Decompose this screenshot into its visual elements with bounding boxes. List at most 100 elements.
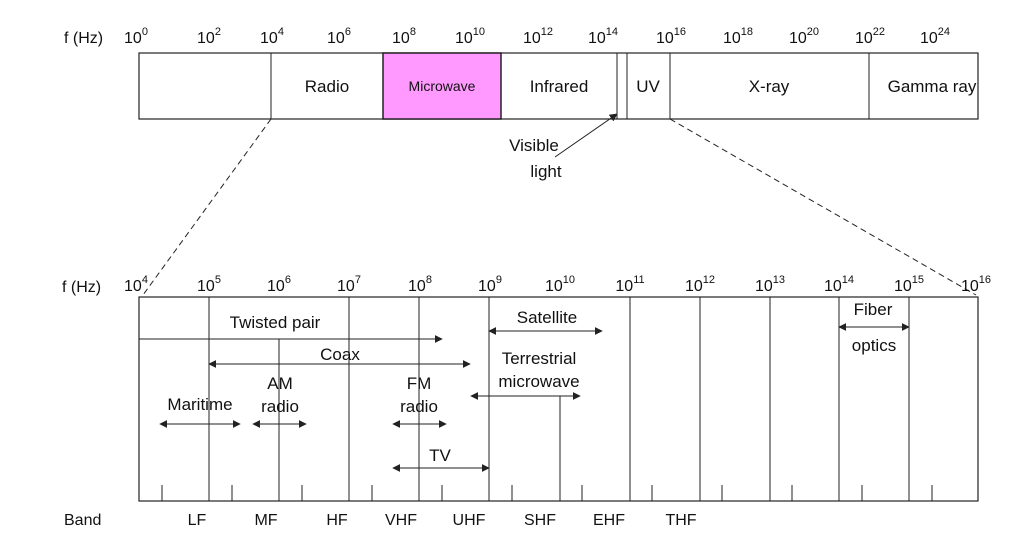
microwave-highlight [382,52,502,120]
region-microwave: Microwave [409,78,476,94]
detail-tick-label: 1013 [755,274,785,295]
terrestrial-microwave-label-line2: microwave [498,372,579,391]
detail-tick-label-exponent: 12 [703,274,715,286]
detail-chart: Twisted pair Coax Satellite Terrestrial … [138,296,979,502]
spectrum-tick-label-base: 10 [260,30,278,47]
band-name-ehf: EHF [593,512,625,529]
detail-axis-label: f (Hz) [62,279,101,296]
spectrum-tick-label-exponent: 24 [938,26,950,38]
fiber-optics-label-line2: optics [852,336,896,355]
detail-tick-label-base: 10 [197,278,215,295]
detail-tick-label-exponent: 6 [285,274,291,286]
coax-label: Coax [320,345,360,364]
detail-tick-label: 1014 [824,274,854,295]
region-radio: Radio [305,77,349,96]
detail-tick-label-exponent: 11 [633,274,644,286]
spectrum-axis-label: f (Hz) [64,30,103,47]
detail-tick-label: 107 [337,274,361,295]
spectrum-tick-label-base: 10 [920,30,938,47]
detail-tick-label-base: 10 [685,278,703,295]
fiber-optics-label-line1: Fiber [854,300,893,319]
spectrum-tick-label-base: 10 [523,30,541,47]
spectrum-tick-label-exponent: 10 [473,26,485,38]
detail-tick-label: 1012 [685,274,715,295]
detail-tick-label-exponent: 8 [426,274,432,286]
detail-tick-label: 108 [408,274,432,295]
spectrum-strip: Radio Microwave Infrared UV X-ray Gamma … [138,52,979,181]
band-name-mf: MF [254,512,277,529]
spectrum-tick-label-base: 10 [455,30,473,47]
band-name-lf: LF [188,512,207,529]
detail-tick-label-base: 10 [824,278,842,295]
spectrum-tick-label: 1020 [789,26,819,47]
spectrum-tick-label: 1024 [920,26,950,47]
visible-light-label-line2: light [530,162,561,181]
region-xray: X-ray [749,77,790,96]
detail-tick-label-exponent: 5 [215,274,221,286]
terrestrial-microwave-label-line1: Terrestrial [502,349,577,368]
region-uv: UV [636,77,660,96]
detail-tick-label: 1015 [894,274,924,295]
am-radio-label-line1: AM [267,374,293,393]
spectrum-tick-label-base: 10 [723,30,741,47]
spectrum-tick-label: 1018 [723,26,753,47]
spectrum-tick-label-exponent: 14 [606,26,618,38]
tv-label: TV [429,446,451,465]
detail-tick-label-base: 10 [961,278,979,295]
band-name-hf: HF [326,512,348,529]
spectrum-tick-label-base: 10 [656,30,674,47]
band-label: Band [64,512,101,529]
spectrum-box [138,52,979,120]
detail-tick-label-exponent: 13 [773,274,785,286]
detail-tick-label-exponent: 15 [912,274,924,286]
detail-tick-label: 104 [124,274,148,295]
spectrum-tick-label-exponent: 18 [741,26,753,38]
spectrum-tick-label-base: 10 [197,30,215,47]
spectrum-tick-label-base: 10 [327,30,345,47]
spectrum-tick-label: 1014 [588,26,618,47]
detail-tick-label-base: 10 [755,278,773,295]
detail-tick-label-exponent: 7 [355,274,361,286]
detail-tick-label-base: 10 [894,278,912,295]
detail-tick-label: 105 [197,274,221,295]
detail-tick-label-exponent: 14 [842,274,854,286]
spectrum-tick-label-base: 10 [124,30,142,47]
zoom-guide-left [142,118,272,296]
detail-tick-label-exponent: 4 [142,274,148,286]
twisted-pair-label: Twisted pair [230,313,321,332]
detail-tick-label-exponent: 9 [496,274,502,286]
spectrum-tick-label-exponent: 22 [873,26,885,38]
detail-tick-label-exponent: 10 [563,274,575,286]
spectrum-tick-label: 104 [260,26,284,47]
spectrum-tick-label-base: 10 [588,30,606,47]
band-name-thf: THF [665,512,696,529]
band-ticks [161,485,933,501]
detail-tick-label: 106 [267,274,291,295]
visible-light-label-line1: Visible [509,136,559,155]
spectrum-tick-label: 100 [124,26,148,47]
spectrum-tick-label-exponent: 2 [215,26,221,38]
spectrum-tick-label: 102 [197,26,221,47]
satellite-label: Satellite [517,308,577,327]
region-gamma-ray: Gamma ray [888,77,977,96]
detail-tick-label-exponent: 16 [979,274,991,286]
detail-tick-label-base: 10 [337,278,355,295]
detail-tick-label-base: 10 [267,278,285,295]
detail-tick-label-base: 10 [615,278,633,295]
spectrum-tick-label-exponent: 20 [807,26,819,38]
fm-radio-label-line2: radio [400,397,438,416]
spectrum-tick-label-exponent: 12 [541,26,553,38]
maritime-label: Maritime [167,395,232,414]
spectrum-tick-label: 1022 [855,26,885,47]
spectrum-tick-label-exponent: 0 [142,26,148,38]
spectrum-tick-label-exponent: 6 [345,26,351,38]
detail-tick-label-base: 10 [408,278,426,295]
band-name-shf: SHF [524,512,556,529]
detail-tick-label: 1011 [615,274,644,295]
fm-radio-label-line1: FM [407,374,432,393]
